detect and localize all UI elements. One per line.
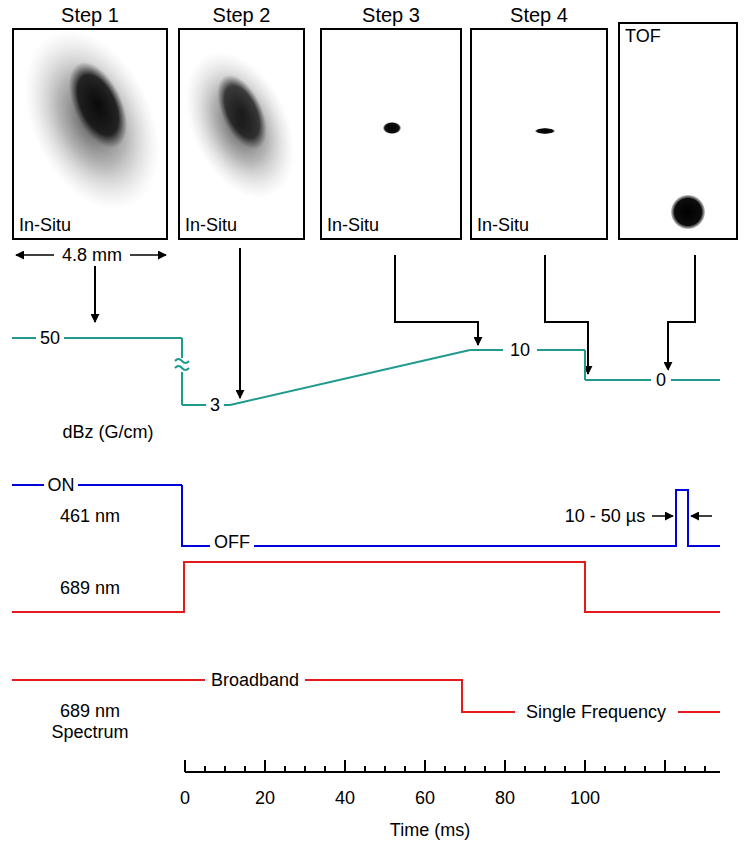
panel-heading: Step 3: [362, 4, 420, 26]
pulse-width: 10 - 50 µs: [563, 506, 647, 527]
axis-title: Time (ms): [388, 820, 472, 841]
image-panel: Step 2In-Situ: [178, 28, 305, 240]
axis-tick: [384, 766, 386, 772]
state-label: Single Frequency: [524, 702, 668, 723]
tick-label: 40: [333, 788, 357, 809]
level-value: 0: [654, 370, 668, 391]
axis-tick: [284, 766, 286, 772]
axis-tick: [444, 766, 446, 772]
level-value: 50: [38, 328, 62, 349]
axis-tick: [244, 766, 246, 772]
panel-tag: In-Situ: [477, 216, 529, 236]
trace-name: 689 nm: [58, 578, 122, 599]
axis-tick: [424, 760, 426, 772]
atom-cloud-images: [0, 9, 705, 232]
axis-tick: [524, 766, 526, 772]
axis-tick: [464, 766, 466, 772]
panel-heading: Step 1: [61, 4, 119, 26]
panel-tag: In-Situ: [19, 216, 71, 236]
axis-tick: [684, 766, 686, 772]
tick-label: 100: [568, 788, 602, 809]
axis-tick: [664, 760, 666, 772]
state-label: ON: [46, 475, 77, 496]
panel-tag: In-Situ: [185, 216, 237, 236]
trace-name: dBz (G/cm): [60, 422, 155, 443]
level-value: 10: [508, 340, 532, 361]
image-panel: Step 4In-Situ: [470, 28, 608, 240]
trace-name: 461 nm: [58, 506, 122, 527]
axis-tick: [224, 766, 226, 772]
axis-tick: [344, 760, 346, 772]
panel-tag: TOF: [625, 27, 661, 47]
panel-heading: Step 4: [510, 4, 568, 26]
axis-tick: [324, 766, 326, 772]
axis-tick: [644, 766, 646, 772]
axis-tick: [264, 760, 266, 772]
axis-tick: [504, 760, 506, 772]
tick-label: 0: [178, 788, 192, 809]
state-label: OFF: [212, 532, 252, 553]
trace-name: 689 nm Spectrum: [46, 701, 134, 742]
red-laser-trace: [12, 562, 720, 612]
panel-tag: In-Situ: [327, 216, 379, 236]
axis-tick: [364, 766, 366, 772]
axis-tick: [484, 766, 486, 772]
image-panel: TOF: [618, 22, 738, 240]
axis-tick: [624, 766, 626, 772]
axis-tick: [204, 766, 206, 772]
axis-tick: [304, 766, 306, 772]
gradient-trace: [12, 338, 720, 405]
level-value: 3: [208, 395, 222, 416]
axis-tick: [544, 766, 546, 772]
axis-tick: [704, 766, 706, 772]
image-panel: Step 1In-Situ: [12, 28, 168, 240]
tick-label: 60: [413, 788, 437, 809]
panel-heading: Step 2: [213, 4, 271, 26]
axis-tick: [404, 766, 406, 772]
axis-tick: [584, 760, 586, 772]
image-panel: Step 3In-Situ: [320, 28, 462, 240]
pulse-width-arrows: [652, 515, 712, 517]
blue-laser-trace: [12, 485, 720, 546]
axis-tick: [184, 760, 186, 772]
tick-label: 80: [493, 788, 517, 809]
dimension-label: 4.8 mm: [60, 245, 124, 266]
time-axis: [185, 760, 720, 772]
axis-tick: [564, 766, 566, 772]
tick-label: 20: [253, 788, 277, 809]
axis-tick: [604, 766, 606, 772]
pointer-arrows: [95, 248, 695, 398]
state-label: Broadband: [209, 670, 301, 691]
